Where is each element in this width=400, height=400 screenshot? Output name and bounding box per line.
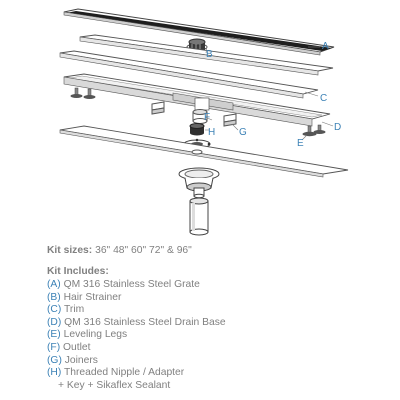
list-item: (B) Hair Strainer	[47, 292, 392, 305]
pipe-part	[189, 197, 209, 236]
item-text: Trim	[63, 304, 85, 316]
trim-part	[59, 50, 319, 99]
item-text-continued: + Key + Sikaflex Sealant	[58, 379, 171, 391]
exploded-drain-diagram: A B C D E F G H	[59, 8, 349, 236]
list-item: (F) Outlet	[47, 342, 392, 355]
item-letter: (F)	[47, 341, 61, 353]
callout-d: D	[334, 122, 341, 133]
item-letter: (B)	[47, 291, 61, 303]
kit-includes-heading: Kit Includes:	[47, 266, 109, 277]
outlet-part	[192, 109, 208, 124]
item-letter: (E)	[47, 329, 61, 341]
leveling-legs-part	[70, 87, 326, 137]
list-item: (D) QM 316 Stainless Steel Drain Base	[47, 317, 392, 330]
joiner-part	[151, 101, 237, 127]
item-letter: (A)	[47, 279, 61, 290]
callout-c: C	[320, 93, 327, 104]
item-text: QM 316 Stainless Steel Grate	[63, 279, 200, 290]
item-text: Hair Strainer	[63, 291, 122, 303]
trim-rail-upper	[79, 34, 334, 76]
membrane-sheet	[59, 125, 349, 178]
drain-body-part	[178, 167, 220, 199]
item-letter: (C)	[47, 304, 62, 316]
callout-f: F	[204, 112, 210, 123]
grate-part	[63, 8, 335, 56]
list-item: (A) QM 316 Stainless Steel Grate	[47, 279, 392, 292]
kit-sizes-label: Kit sizes:	[47, 245, 93, 256]
item-text: QM 316 Stainless Steel Drain Base	[64, 316, 226, 328]
kit-info: Kit sizes: 36" 48" 60" 72" & 96" Kit Inc…	[47, 244, 392, 392]
item-text: Leveling Legs	[63, 329, 128, 341]
callout-h: H	[208, 127, 215, 138]
item-letter: (D)	[47, 316, 62, 328]
item-letter: (H)	[47, 367, 62, 379]
list-item: (E) Leveling Legs	[47, 329, 392, 342]
list-item: (C) Trim	[47, 304, 392, 317]
callout-a: A	[322, 41, 329, 52]
item-letter: (G)	[47, 354, 62, 366]
drain-base-part	[63, 73, 331, 127]
kit-includes-list: (A) QM 316 Stainless Steel Grate (B) Hai…	[47, 279, 392, 392]
list-item: (H) Threaded Nipple / Adapter+ Key + Sik…	[47, 367, 392, 392]
list-item: (G) Joiners	[47, 355, 392, 368]
item-text: Threaded Nipple / Adapter	[63, 367, 185, 379]
kit-sizes-value: 36" 48" 60" 72" & 96"	[95, 245, 192, 256]
kit-sizes: Kit sizes: 36" 48" 60" 72" & 96"	[47, 244, 392, 257]
leader-lines	[204, 45, 334, 141]
item-text: Outlet	[63, 341, 91, 353]
item-text: Joiners	[64, 354, 98, 366]
callout-b: B	[206, 49, 213, 60]
callout-g: G	[239, 127, 247, 138]
callout-e: E	[297, 138, 304, 149]
